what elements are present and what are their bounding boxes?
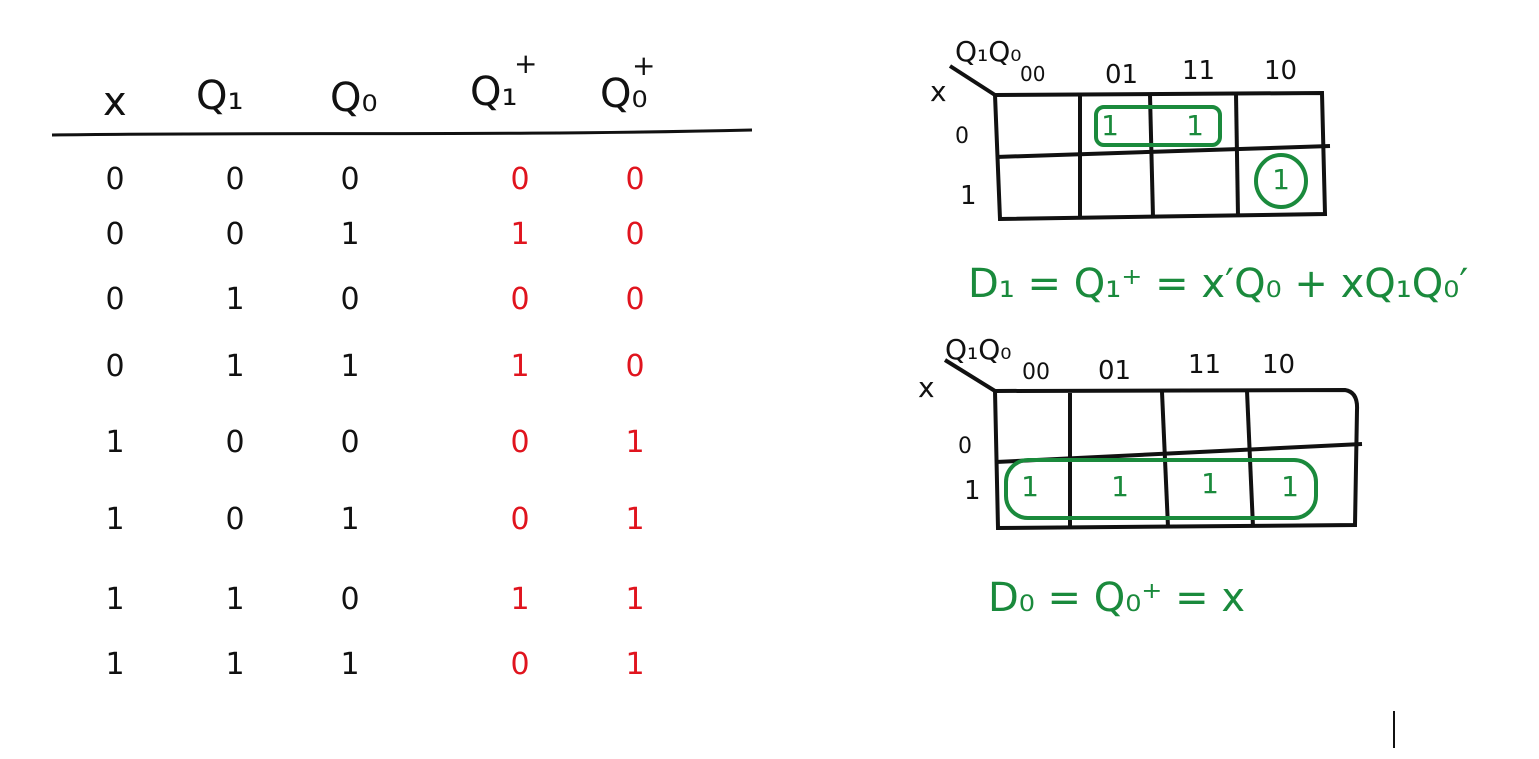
equation-d1: D₁ = Q₁⁺ = x′Q₀ + xQ₁Q₀′ [968, 261, 1469, 307]
table-cell-r7-c2: 1 [340, 647, 360, 682]
table-cell-r4-c0: 1 [105, 425, 125, 460]
kmap-q1-col-01: 01 [1105, 60, 1139, 90]
kmap-q0-row-1: 1 [964, 476, 981, 506]
table-cell-r0-c1: 0 [225, 162, 245, 197]
table-cell-r3-c0: 0 [105, 349, 125, 384]
kmap-q0-cell-1-01: 1 [1111, 470, 1129, 503]
kmap-q1-group-10 [1254, 153, 1308, 209]
kmap-q1-group-01-11 [1094, 105, 1222, 147]
header-q0: Q₀ [330, 75, 378, 121]
kmap-q0-cell-1-11: 1 [1201, 467, 1219, 500]
header-q1-next: Q₁ [470, 69, 518, 115]
kmap-q0-col-10: 10 [1262, 350, 1296, 380]
header-q1: Q₁ [196, 73, 244, 119]
table-cell-r4-c4: 1 [625, 425, 645, 460]
kmap-q0-col-01: 01 [1098, 356, 1132, 386]
table-cell-r6-c1: 1 [225, 582, 245, 617]
kmap-q1-col-00: 00 [1020, 62, 1046, 86]
table-cell-r1-c3: 1 [510, 217, 530, 252]
table-cell-r1-c2: 1 [340, 217, 360, 252]
equation-d0: D₀ = Q₀⁺ = x [988, 575, 1246, 621]
kmap-q0-cell-1-00: 1 [1021, 470, 1039, 503]
kmap-q1-cell-1-10: 1 [1272, 163, 1290, 196]
kmap-q0-col-11: 11 [1188, 350, 1222, 380]
kmap-q0-group-row1 [1004, 458, 1318, 520]
table-cell-r4-c2: 0 [340, 425, 360, 460]
table-cell-r7-c4: 1 [625, 647, 645, 682]
header-q0-next: Q₀ [600, 71, 648, 117]
table-cell-r5-c0: 1 [105, 502, 125, 537]
table-cell-r7-c3: 0 [510, 647, 530, 682]
kmap-q1-row-var: x [930, 75, 947, 108]
table-cell-r3-c3: 1 [510, 349, 530, 384]
kmap-q1-cell-0-01: 1 [1101, 109, 1119, 142]
table-cell-r5-c1: 0 [225, 502, 245, 537]
header-q0-next-mark: + [632, 49, 656, 82]
table-cell-r2-c3: 0 [510, 282, 530, 317]
kmap-q1-row-1: 1 [960, 181, 977, 211]
table-cell-r5-c2: 1 [340, 502, 360, 537]
header-q1-next-mark: + [514, 47, 538, 80]
kmap-q1-cell-0-11: 1 [1186, 109, 1204, 142]
table-cell-r4-c3: 0 [510, 425, 530, 460]
kmap-q1-col-var: Q₁Q₀ [955, 35, 1022, 68]
table-cell-r2-c4: 0 [625, 282, 645, 317]
table-cell-r6-c4: 1 [625, 582, 645, 617]
table-cell-r0-c3: 0 [510, 162, 530, 197]
table-cell-r1-c0: 0 [105, 217, 125, 252]
kmap-q1-grid [948, 64, 1331, 222]
kmap-q0-col-00: 00 [1022, 360, 1050, 385]
kmap-q0-row-var: x [918, 371, 935, 404]
table-cell-r4-c1: 0 [225, 425, 245, 460]
table-cell-r7-c1: 1 [225, 647, 245, 682]
table-cell-r1-c4: 0 [625, 217, 645, 252]
kmap-q0-cell-1-10: 1 [1281, 470, 1299, 503]
table-divider [51, 128, 753, 137]
table-cell-r3-c1: 1 [225, 349, 245, 384]
table-cell-r2-c0: 0 [105, 282, 125, 317]
table-cell-r2-c1: 1 [225, 282, 245, 317]
table-cell-r5-c3: 0 [510, 502, 530, 537]
table-cell-r3-c4: 0 [625, 349, 645, 384]
table-cell-r5-c4: 1 [625, 502, 645, 537]
table-cell-r6-c3: 1 [510, 582, 530, 617]
table-cell-r7-c0: 1 [105, 647, 125, 682]
kmap-q1-col-10: 10 [1264, 56, 1298, 86]
text-cursor [1393, 711, 1395, 748]
table-cell-r0-c0: 0 [105, 162, 125, 197]
table-cell-r6-c2: 0 [340, 582, 360, 617]
table-cell-r1-c1: 0 [225, 217, 245, 252]
kmap-q1-row-0: 0 [955, 124, 969, 149]
table-cell-r6-c0: 1 [105, 582, 125, 617]
kmap-q1-col-11: 11 [1182, 56, 1216, 86]
header-x: x [103, 79, 127, 125]
table-cell-r0-c2: 0 [340, 162, 360, 197]
table-cell-r0-c4: 0 [625, 162, 645, 197]
kmap-q0-row-0: 0 [958, 434, 972, 459]
table-cell-r2-c2: 0 [340, 282, 360, 317]
kmap-q0-col-var: Q₁Q₀ [945, 333, 1012, 366]
table-cell-r3-c2: 1 [340, 349, 360, 384]
